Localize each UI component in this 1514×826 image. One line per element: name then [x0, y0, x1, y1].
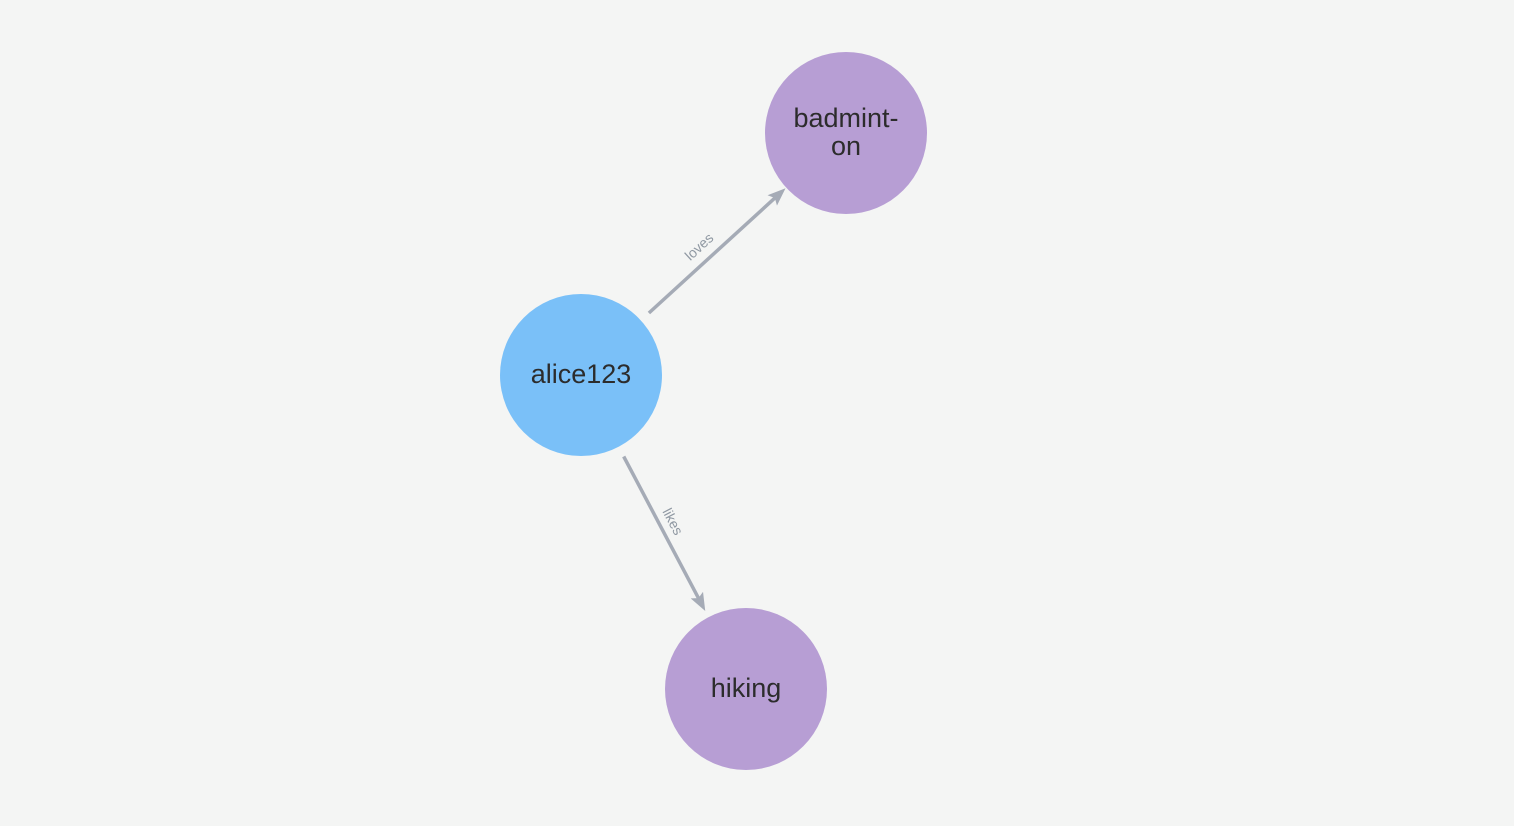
edge-loves[interactable]: loves: [647, 188, 786, 315]
node-alice123[interactable]: alice123: [500, 294, 662, 456]
node-badminton[interactable]: badmint- on: [765, 52, 927, 214]
node-hiking[interactable]: hiking: [665, 608, 827, 770]
edge-likes[interactable]: likes: [622, 455, 706, 611]
node-hiking-label: hiking: [710, 673, 782, 704]
edge-likes-line[interactable]: [622, 455, 706, 611]
node-badminton-label: badmint- on: [793, 103, 899, 161]
edge-loves-line[interactable]: [647, 188, 786, 315]
node-alice123-label: alice123: [530, 359, 632, 390]
